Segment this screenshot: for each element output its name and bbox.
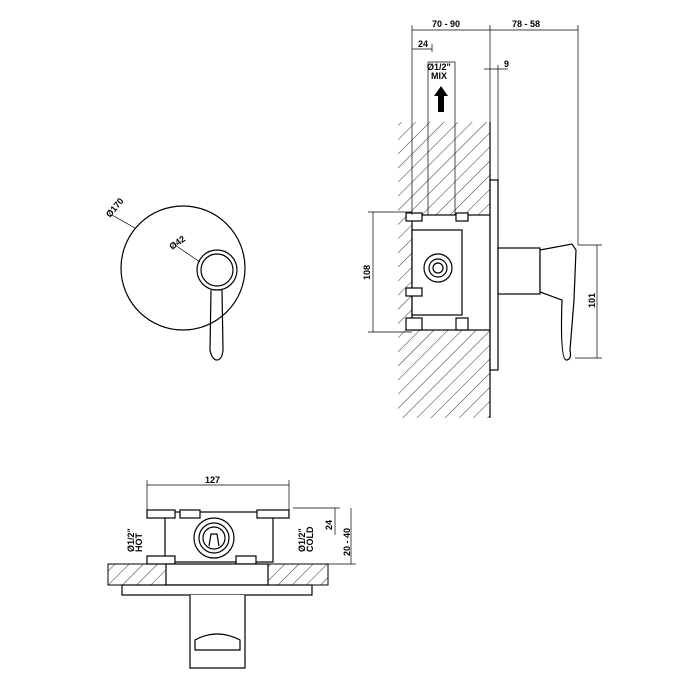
valve-body-top <box>164 511 274 563</box>
outer-diameter-label: Ø170 <box>104 196 126 219</box>
cold-size-label: Ø1/2" <box>297 528 307 552</box>
side-view: Ø1/2" MIX 70 - 90 78 - 58 24 9 108 101 <box>362 19 602 418</box>
handle-range-dim: 78 - 58 <box>512 19 540 29</box>
wall-range-dim: 20 - 40 <box>342 528 352 556</box>
cold-label: COLD <box>305 526 315 552</box>
inner-diameter-label: Ø42 <box>167 234 187 252</box>
handle-hub-inner <box>200 253 234 287</box>
handle-height-dim: 101 <box>587 293 597 308</box>
hot-size-label: Ø1/2" <box>126 528 136 552</box>
arrow-up-icon <box>434 86 448 112</box>
plate-thickness-dim: 9 <box>504 59 509 69</box>
cover-plate <box>489 179 499 371</box>
lever <box>209 289 224 361</box>
front-view: Ø170 Ø42 <box>104 196 246 361</box>
width-dim: 127 <box>205 475 220 485</box>
cover-plate-circle <box>120 205 246 331</box>
mix-label: MIX <box>431 71 447 81</box>
handle-hub-outer <box>196 249 238 291</box>
handle-lever <box>539 243 577 361</box>
inlet-height-dim: 24 <box>324 520 334 530</box>
depth-range-dim: 70 - 90 <box>432 19 460 29</box>
cover-plate-bottom <box>121 584 313 596</box>
bottom-view: 127 Ø1/2" HOT Ø1/2" COLD 24 20 - 40 <box>107 475 356 669</box>
hot-label: HOT <box>134 533 144 553</box>
box-height-dim: 108 <box>362 265 372 280</box>
handle-bottom <box>189 595 246 669</box>
handle-body <box>497 247 541 295</box>
mix-size-label: Ø1/2" <box>427 62 451 72</box>
inlet-offset-dim: 24 <box>418 39 428 49</box>
